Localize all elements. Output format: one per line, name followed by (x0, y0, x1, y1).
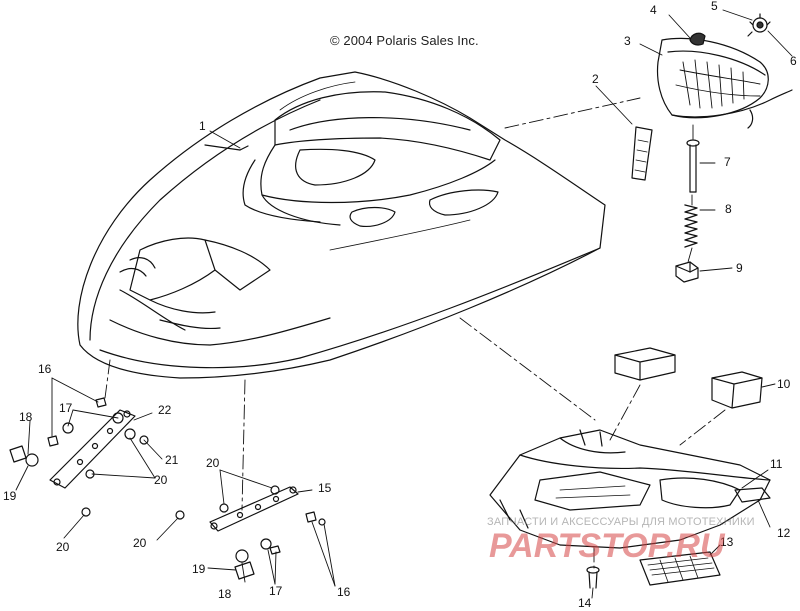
callout-19-lower: 19 (192, 562, 206, 576)
callout-3: 3 (624, 34, 631, 48)
callout-20-d: 20 (56, 540, 70, 554)
bracket-lower-part (209, 486, 299, 532)
callout-20-c: 20 (133, 536, 147, 550)
grommet-part (675, 261, 699, 283)
callout-7: 7 (724, 155, 731, 169)
bracket-left-part (49, 409, 136, 489)
deflector-strip-part (631, 126, 653, 181)
console-insert-part (734, 487, 771, 503)
callout-8: 8 (725, 202, 732, 216)
callout-16-lower: 16 (337, 585, 351, 599)
callout-20-a: 20 (206, 456, 220, 470)
copyright-notice: © 2004 Polaris Sales Inc. (330, 33, 479, 48)
center-lines (104, 97, 726, 569)
callout-11: 11 (770, 457, 783, 471)
fasteners-left (9, 397, 149, 517)
callout-16-left: 16 (38, 362, 52, 376)
console-tray-part (489, 429, 771, 549)
hood-part (77, 71, 606, 379)
callout-19-left: 19 (3, 489, 17, 503)
callout-18-left: 18 (19, 410, 33, 424)
callout-2: 2 (592, 72, 599, 86)
callout-15: 15 (318, 481, 332, 495)
callout-6: 6 (790, 54, 797, 68)
leader-lines (15, 9, 793, 599)
callout-10: 10 (777, 377, 791, 391)
knob-part (747, 13, 771, 37)
callout-4: 4 (650, 3, 657, 17)
callout-18-lower: 18 (218, 587, 232, 601)
watermark-logo: PARTSTOP.RU (489, 527, 725, 565)
grille-part (639, 551, 721, 586)
callout-20-b: 20 (154, 473, 168, 487)
pin-part (686, 139, 700, 193)
watermark-caption: ЗАПЧАСТИ И АКСЕССУАРЫ ДЛЯ МОТОТЕХНИКИ (487, 516, 755, 528)
callout-22: 22 (158, 403, 172, 417)
callout-9: 9 (736, 261, 743, 275)
callout-5: 5 (711, 0, 718, 13)
callout-12: 12 (777, 526, 791, 540)
callout-21: 21 (165, 453, 179, 467)
foam-block-left-part (614, 347, 676, 381)
windshield-part (656, 37, 793, 129)
callout-14: 14 (578, 596, 592, 610)
callout-17-lower: 17 (269, 584, 283, 598)
callout-1: 1 (199, 119, 206, 133)
foam-block-right-part (711, 371, 763, 409)
spring-part (684, 204, 698, 248)
callout-17-left: 17 (59, 401, 73, 415)
screw-part-14 (586, 566, 600, 589)
callout-13: 13 (720, 535, 734, 549)
windshield-clip-part (689, 32, 706, 46)
fasteners-lower (175, 485, 326, 580)
